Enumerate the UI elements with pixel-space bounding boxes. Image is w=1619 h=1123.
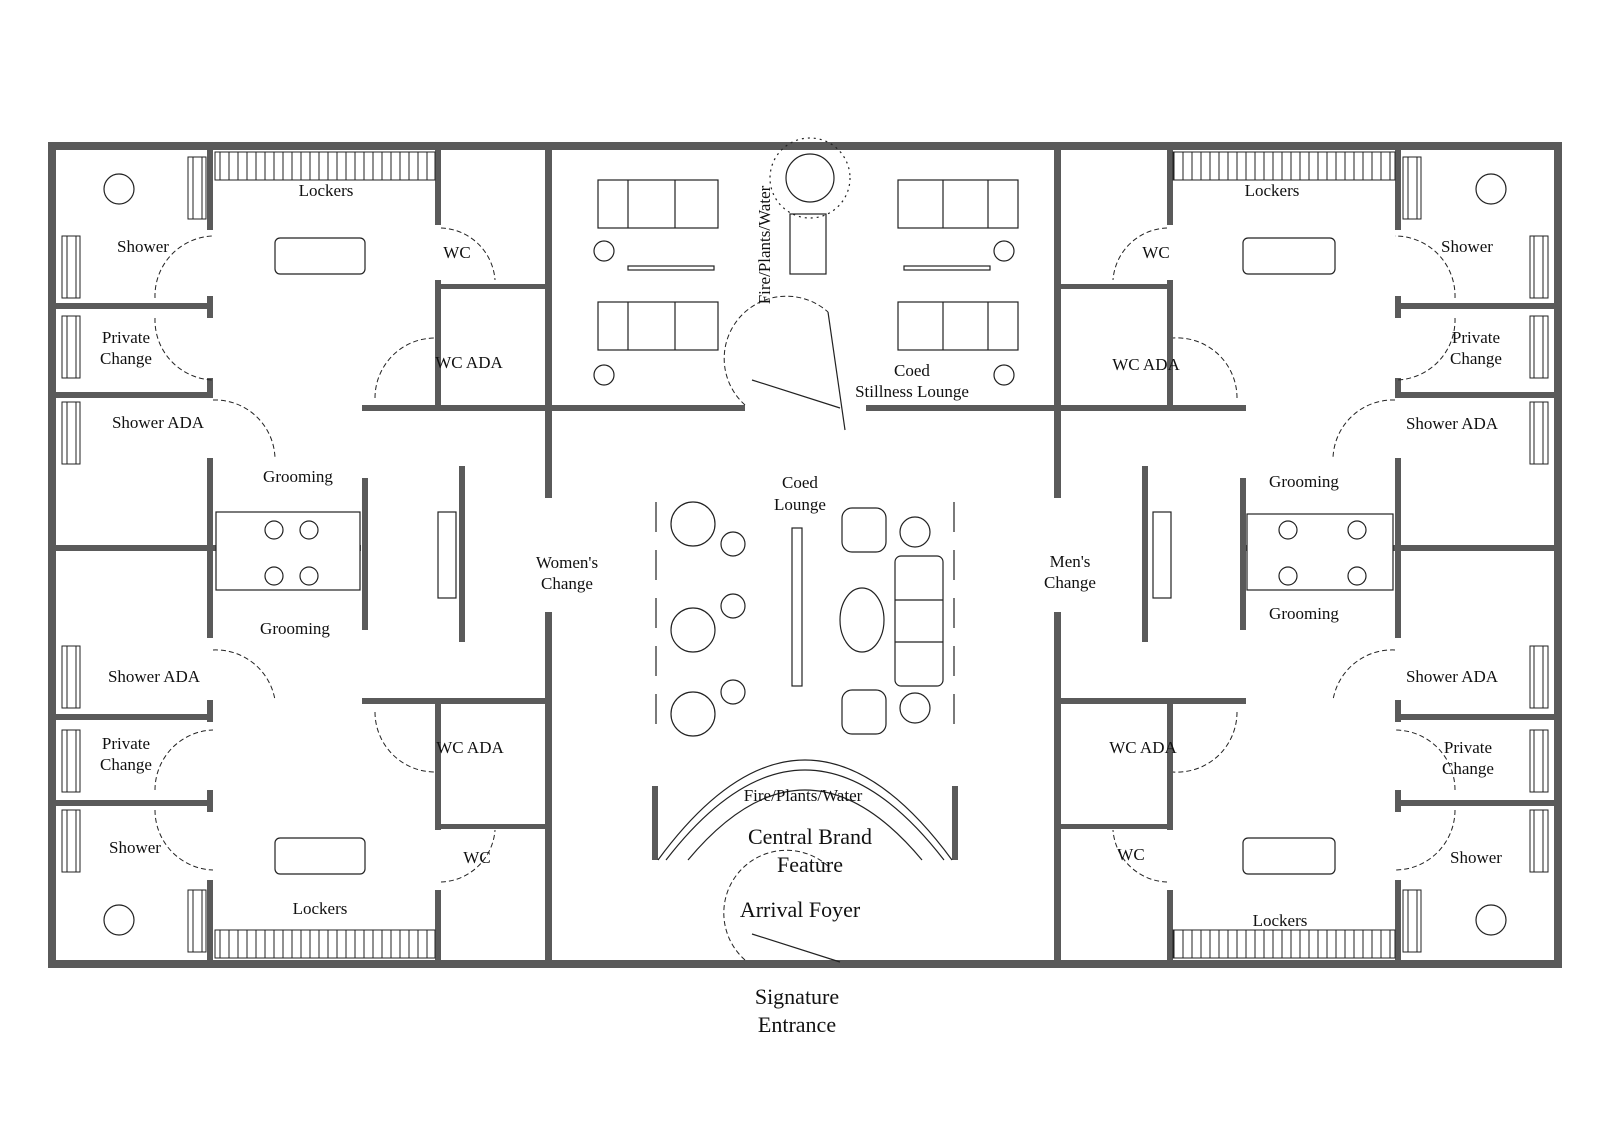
benches	[274, 237, 1336, 875]
room-label: Private	[102, 328, 150, 347]
room-label: Private	[1444, 738, 1492, 757]
entrance-label: Entrance	[758, 1012, 836, 1037]
vanities	[215, 511, 1394, 591]
room-label: Grooming	[260, 619, 330, 638]
room-label: Change	[541, 574, 593, 593]
room-label: Shower ADA	[112, 413, 205, 432]
room-label: WC ADA	[436, 738, 504, 757]
lockers	[61, 151, 1549, 959]
room-label: Stillness Lounge	[855, 382, 969, 401]
room-label: Shower ADA	[108, 667, 201, 686]
feature-label: Fire/Plants/Water	[755, 185, 774, 304]
room-label: Women's	[536, 553, 598, 572]
room-label: Change	[100, 349, 152, 368]
room-label: Coed	[894, 361, 930, 380]
room-label: WC	[463, 848, 490, 867]
room-label: Lockers	[1245, 181, 1300, 200]
room-label: WC ADA	[435, 353, 503, 372]
room-label: Shower ADA	[1406, 667, 1499, 686]
room-label: Coed	[782, 473, 818, 492]
room-label: Lounge	[774, 495, 826, 514]
room-label: Shower	[1450, 848, 1502, 867]
room-label: Shower	[1441, 237, 1493, 256]
room-label: Private	[102, 734, 150, 753]
coed-lounge-furniture	[655, 501, 955, 737]
exterior-wall	[48, 142, 1562, 968]
shower-drains	[103, 173, 1507, 936]
room-label: WC ADA	[1112, 355, 1180, 374]
room-label: WC	[1142, 243, 1169, 262]
right-wing-labels: Lockers WC Shower Private Change WC ADA …	[1044, 181, 1502, 930]
room-label: Lockers	[299, 181, 354, 200]
room-label: Grooming	[1269, 472, 1339, 491]
room-label: Arrival Foyer	[740, 897, 861, 922]
feature-label: Fire/Plants/Water	[744, 786, 863, 805]
room-label: Lockers	[1253, 911, 1308, 930]
room-label: Change	[100, 755, 152, 774]
stillness-lounge-furniture	[593, 137, 1019, 386]
doors	[154, 227, 1456, 963]
room-label: WC	[443, 243, 470, 262]
brand-feature-arch	[657, 759, 953, 861]
room-label: Lockers	[293, 899, 348, 918]
room-label: Change	[1044, 573, 1096, 592]
room-label: Shower	[109, 838, 161, 857]
room-label: Shower	[117, 237, 169, 256]
room-label: WC	[1117, 845, 1144, 864]
room-label: Central Brand	[748, 824, 872, 849]
left-wing-labels: Lockers Shower WC Private Change WC ADA …	[100, 181, 598, 918]
room-label: Men's	[1050, 552, 1091, 571]
center-labels: Fire/Plants/Water Coed Stillness Lounge …	[740, 185, 969, 1037]
room-label: Change	[1450, 349, 1502, 368]
room-label: Feature	[777, 852, 843, 877]
room-label: Change	[1442, 759, 1494, 778]
room-label: Private	[1452, 328, 1500, 347]
room-label: Shower ADA	[1406, 414, 1499, 433]
interior-walls	[56, 146, 1558, 964]
room-label: Grooming	[263, 467, 333, 486]
entrance-label: Signature	[755, 984, 839, 1009]
room-label: Grooming	[1269, 604, 1339, 623]
room-label: WC ADA	[1109, 738, 1177, 757]
